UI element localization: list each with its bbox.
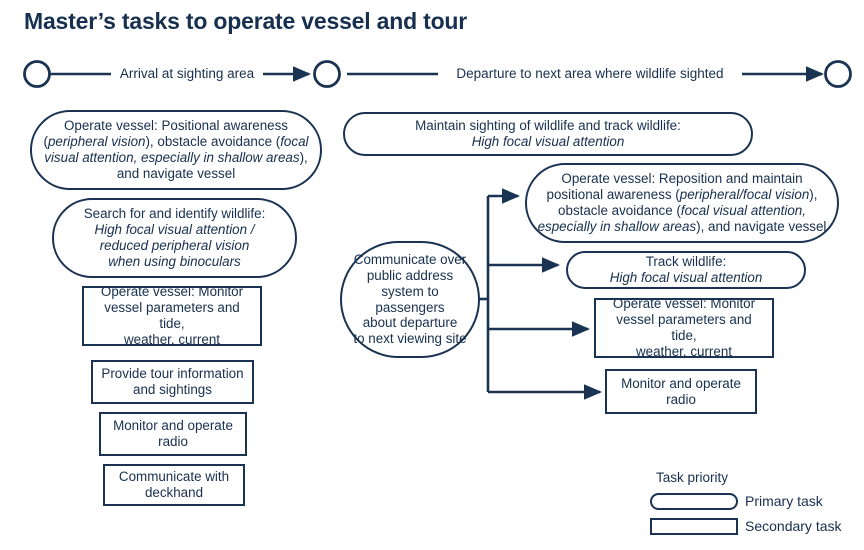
legend-swatch-primary [650, 493, 738, 510]
task-node-right-maintain-sighting[interactable]: Maintain sighting of wildlife and track … [343, 112, 753, 156]
timeline-segment-label-2: Departure to next area where wildlife si… [456, 66, 724, 81]
legend-swatch-secondary [650, 518, 738, 535]
task-node-text: Search for and identify wildlife:High fo… [83, 206, 266, 269]
task-node-left-operate-vessel-positional[interactable]: Operate vessel: Positional awareness(per… [30, 110, 322, 190]
legend-label-secondary: Secondary task [745, 518, 842, 534]
task-node-text: Operate vessel: Positional awareness(per… [43, 118, 309, 181]
task-node-left-search-identify-wildlife[interactable]: Search for and identify wildlife:High fo… [52, 198, 297, 278]
legend-title: Task priority [656, 470, 729, 485]
task-node-text: Maintain sighting of wildlife and track … [415, 118, 681, 149]
task-node-right-track-wildlife[interactable]: Track wildlife:High focal visual attenti… [566, 251, 806, 289]
page-title: Master’s tasks to operate vessel and tou… [24, 8, 468, 34]
timeline-segment-label-1: Arrival at sighting area [119, 66, 255, 81]
legend-label-primary: Primary task [745, 493, 823, 509]
timeline-axis [23, 60, 852, 88]
task-node-text: Track wildlife:High focal visual attenti… [609, 254, 763, 285]
